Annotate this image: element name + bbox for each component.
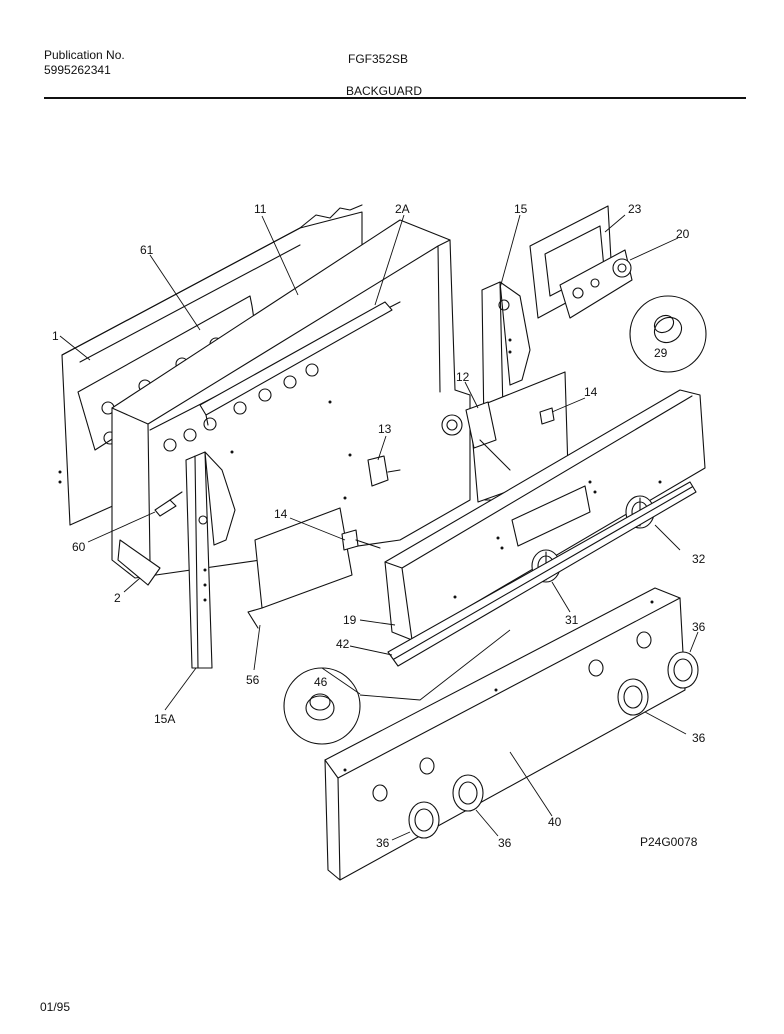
callout-36-d: 36 [498, 836, 512, 850]
callout-31: 31 [565, 613, 579, 627]
publication-label: Publication No. [44, 48, 125, 62]
knob-part-36-c [617, 678, 649, 716]
knob-detail-inset-46 [283, 667, 361, 745]
callout-32: 32 [692, 552, 706, 566]
callout-11: 11 [254, 202, 267, 216]
callout-40: 40 [548, 815, 562, 829]
callout-42: 42 [336, 637, 350, 651]
publication-number: 5995262341 [44, 63, 111, 77]
callout-60: 60 [72, 540, 86, 554]
screw-part [154, 491, 183, 517]
callout-61: 61 [140, 243, 154, 257]
callout-15: 15 [514, 202, 528, 216]
side-bracket-left [185, 451, 236, 669]
callout-2: 2 [114, 591, 121, 605]
callout-14-lower: 14 [274, 507, 288, 521]
callout-14-upper: 14 [584, 385, 598, 399]
section-title: BACKGUARD [346, 84, 423, 98]
callout-20: 20 [676, 227, 690, 241]
callout-12: 12 [456, 370, 470, 384]
model-number: FGF352SB [348, 52, 409, 66]
callout-56: 56 [246, 673, 260, 687]
knob-detail-inset [629, 295, 707, 373]
leader-lines [59, 214, 699, 841]
callout-29: 29 [654, 346, 668, 360]
callout-36-c: 36 [376, 836, 390, 850]
callout-19: 19 [343, 613, 357, 627]
lower-bracket [117, 539, 161, 586]
callout-36-a: 36 [692, 620, 706, 634]
footer-date: 01/95 [40, 1000, 71, 1014]
callout-46: 46 [314, 675, 328, 689]
knob-part-36-b [452, 774, 484, 812]
knob-part-36-d [667, 651, 699, 689]
clock-part [559, 249, 633, 319]
callout-1: 1 [52, 329, 59, 343]
knob-part-36-a [408, 801, 440, 839]
trim-strip-42 [387, 481, 697, 667]
callout-36-b: 36 [692, 731, 706, 745]
callout-15a: 15A [154, 712, 175, 726]
clip-part-14-upper [539, 407, 555, 425]
callout-13: 13 [378, 422, 392, 436]
trim-strip-part [199, 301, 393, 426]
control-panel-part [384, 389, 706, 641]
callout-2a: 2A [395, 202, 410, 216]
switch-part-12 [441, 401, 511, 471]
diagram-id: P24G0078 [640, 835, 698, 849]
callout-23: 23 [628, 202, 642, 216]
header-rule [44, 97, 746, 99]
